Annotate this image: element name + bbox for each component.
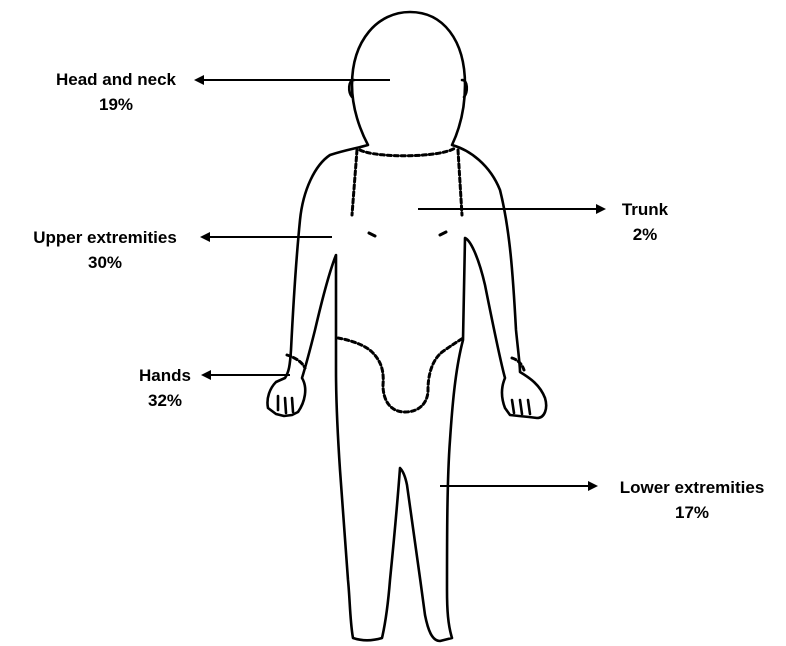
region-percent: 19%: [36, 92, 196, 117]
right-shoulder-boundary: [458, 150, 462, 215]
neck-boundary: [360, 148, 455, 156]
region-name: Hands: [125, 363, 205, 388]
region-percent: 2%: [600, 222, 690, 247]
label-hands: Hands 32%: [125, 363, 205, 413]
right-nipple: [440, 232, 446, 235]
region-name: Upper extremities: [5, 225, 205, 250]
label-upper-extremities: Upper extremities 30%: [5, 225, 205, 275]
region-percent: 17%: [598, 500, 786, 525]
left-hand-fingers: [278, 396, 293, 413]
label-trunk: Trunk 2%: [600, 197, 690, 247]
left-shoulder-boundary: [352, 150, 357, 215]
body-outline: [267, 12, 546, 641]
region-name: Head and neck: [36, 67, 196, 92]
region-percent: 30%: [5, 250, 205, 275]
label-head-and-neck: Head and neck 19%: [36, 67, 196, 117]
region-name: Lower extremities: [598, 475, 786, 500]
right-hand-fingers: [512, 400, 530, 414]
region-name: Trunk: [600, 197, 690, 222]
left-nipple: [369, 233, 375, 236]
region-percent: 32%: [125, 388, 205, 413]
label-lower-extremities: Lower extremities 17%: [598, 475, 786, 525]
groin-boundary: [338, 338, 463, 412]
